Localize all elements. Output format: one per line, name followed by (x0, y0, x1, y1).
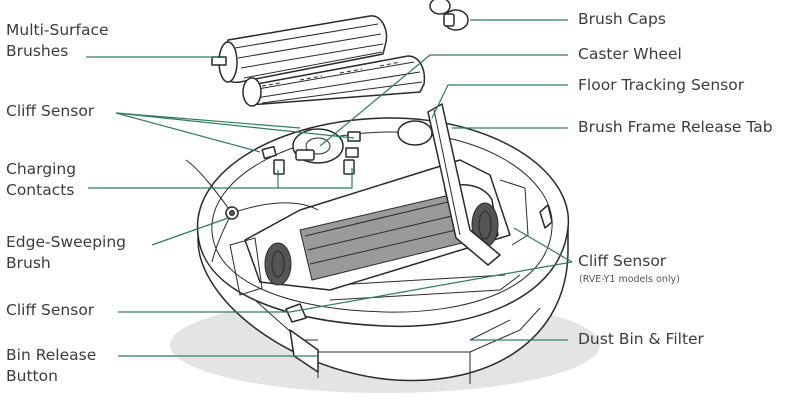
label-cliff-sensor-top: Cliff Sensor (6, 102, 95, 120)
brush-caps (429, 0, 469, 31)
label-multi-surface-brushes: Multi-Surface Brushes (6, 21, 109, 60)
label-caster-wheel: Caster Wheel (578, 45, 682, 63)
label-edge-sweeping-brush: Edge-Sweeping Brush (6, 233, 126, 272)
label-cliff-sensor-bottom: Cliff Sensor (6, 301, 95, 319)
label-charging-contacts: Charging Contacts (6, 160, 77, 199)
label-brush-frame-release-tab: Brush Frame Release Tab (578, 118, 773, 136)
label-cliff-sensor-right: Cliff Sensor (578, 252, 667, 270)
label-cliff-sensor-right-note: (RVE-Y1 models only) (579, 274, 680, 285)
edge-sweeping-brush (185, 159, 319, 263)
brush-frame-release-tab (427, 103, 501, 266)
label-floor-tracking-sensor: Floor Tracking Sensor (578, 76, 745, 94)
label-dust-bin-filter: Dust Bin & Filter (578, 330, 704, 348)
floor-tracking-sensor (397, 120, 433, 146)
cliff-sensors-top (261, 131, 361, 160)
cliff-sensor-right (539, 204, 553, 229)
leader-lines (86, 19, 573, 357)
label-bin-release-button: Bin Release Button (6, 346, 97, 385)
label-brush-caps: Brush Caps (578, 10, 666, 28)
cliff-sensor-bottom-mark (285, 303, 307, 323)
multi-surface-brushes (211, 15, 426, 107)
